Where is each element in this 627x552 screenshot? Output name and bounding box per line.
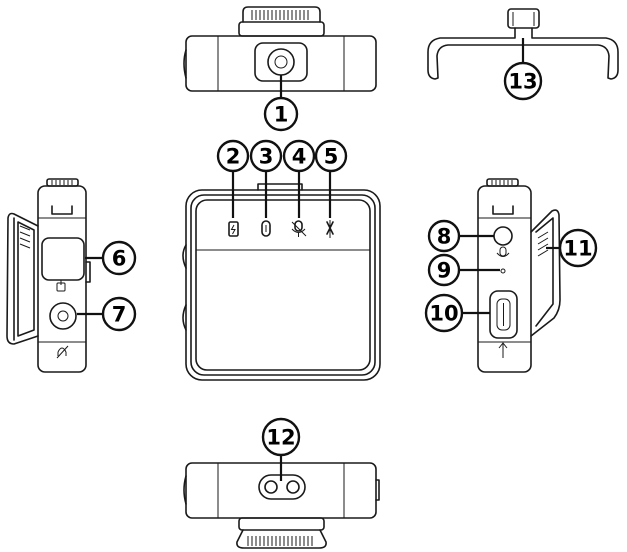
- mic-mute-icon: [291, 220, 307, 237]
- callout-1: 1: [263, 96, 299, 132]
- callout-2: 2: [216, 139, 250, 173]
- callout-label: 5: [324, 145, 339, 169]
- callout-13: 13: [503, 61, 543, 101]
- callout-label: 11: [563, 237, 592, 261]
- power-button-icon: [56, 280, 66, 292]
- callout-label: 9: [437, 259, 452, 283]
- callout-12: 12: [261, 417, 301, 457]
- callout-label: 13: [508, 70, 537, 94]
- callout-11: 11: [558, 228, 598, 268]
- callout-label: 12: [266, 426, 295, 450]
- usb-c-port-icon: [498, 342, 508, 358]
- callout-label: 10: [429, 302, 458, 326]
- right-clip: [530, 209, 561, 337]
- headphone-jack-icon: [56, 345, 69, 359]
- bottom-view-clip: [236, 517, 327, 549]
- callout-label: 1: [274, 103, 289, 127]
- callout-9: 9: [427, 253, 461, 287]
- headphone-jack[interactable]: [49, 302, 77, 330]
- thread-hole-icon: [267, 48, 295, 76]
- power-button[interactable]: [41, 237, 85, 281]
- usb-c-port[interactable]: [489, 290, 518, 339]
- left-clip: [6, 212, 39, 345]
- front-view: [182, 170, 381, 381]
- callout-4: 4: [282, 139, 316, 173]
- callout-label: 4: [292, 145, 307, 169]
- callout-8: 8: [427, 219, 461, 253]
- callout-label: 2: [226, 145, 241, 169]
- callout-5: 5: [314, 139, 348, 173]
- left-side-view: [6, 178, 103, 373]
- right-side-view: [456, 178, 561, 373]
- microphone-jack[interactable]: [493, 226, 513, 246]
- reset-hole-icon[interactable]: [500, 268, 506, 274]
- callout-label: 7: [112, 303, 127, 327]
- callout-label: 8: [437, 225, 452, 249]
- battery-charging-icon: [228, 221, 239, 237]
- callout-10: 10: [424, 293, 464, 333]
- callout-6: 6: [101, 240, 137, 276]
- callout-7: 7: [101, 296, 137, 332]
- microphone-jack-icon: [496, 246, 510, 257]
- callout-label: 6: [112, 247, 127, 271]
- callout-3: 3: [249, 139, 283, 173]
- noise-reduction-icon: [326, 220, 334, 238]
- top-view-clip: [238, 6, 325, 37]
- link-status-icon: [261, 220, 271, 237]
- callout-label: 3: [259, 145, 274, 169]
